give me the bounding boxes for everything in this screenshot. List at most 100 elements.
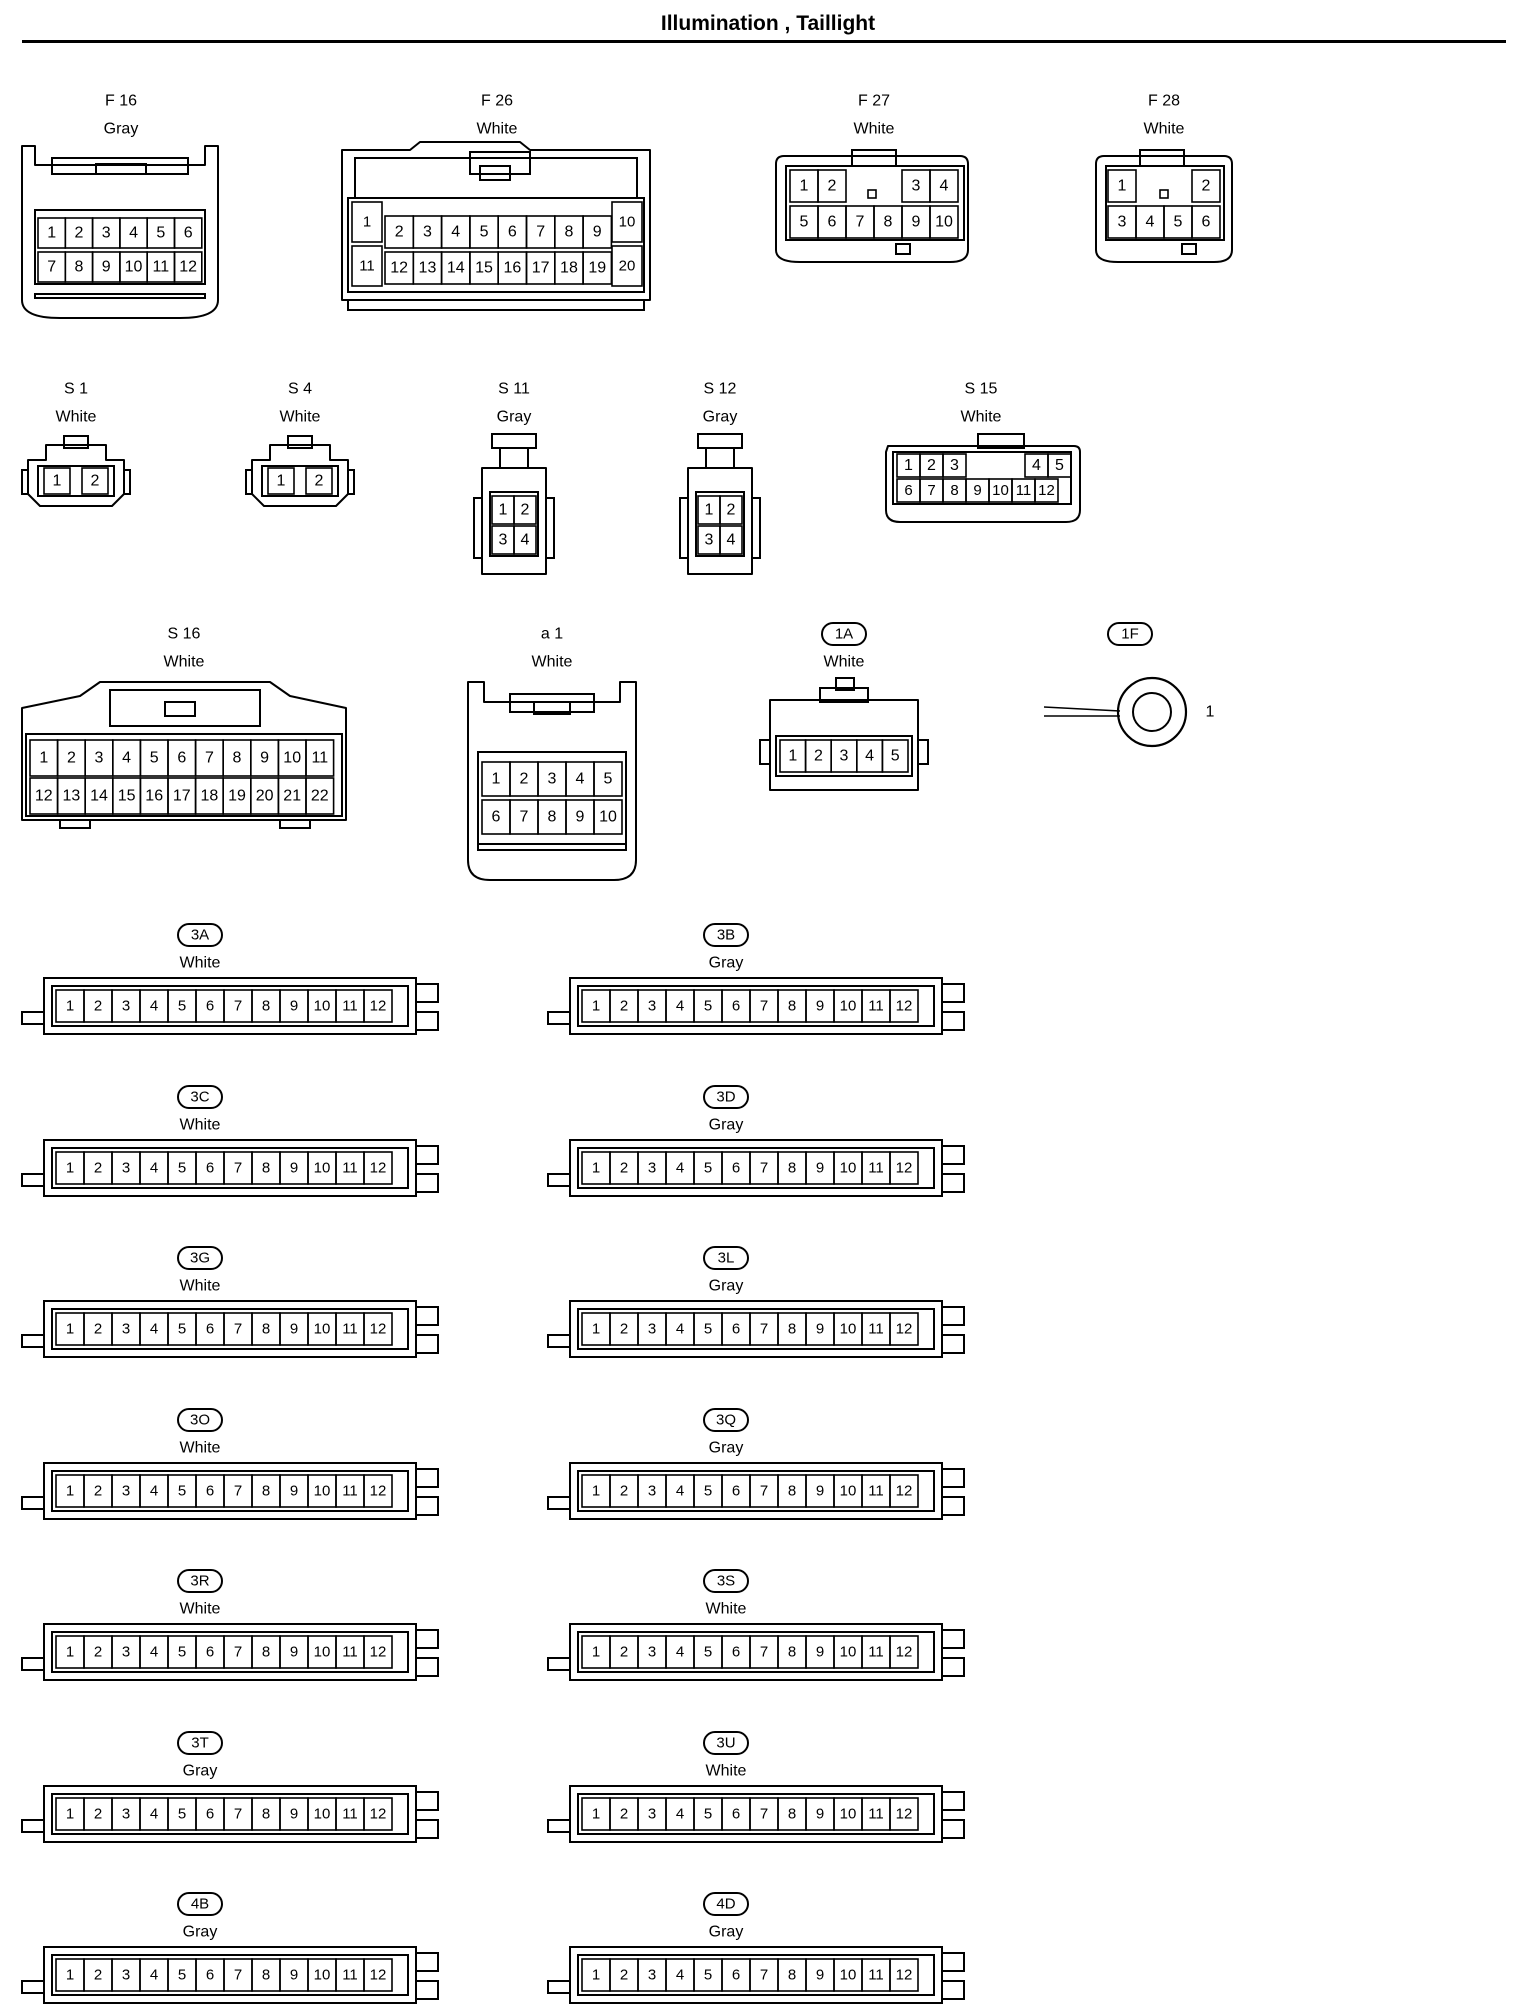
pin-12: 12 (896, 998, 913, 1015)
pin-6: 6 (206, 998, 214, 1015)
pin-5: 5 (156, 225, 165, 242)
pin-3: 3 (648, 1160, 656, 1177)
pin-10: 10 (314, 1967, 331, 1984)
connector-color: White (532, 654, 573, 671)
pin-4: 4 (676, 1806, 684, 1823)
pin-4: 4 (122, 750, 131, 767)
pin-2: 2 (94, 1967, 102, 1984)
pin-5: 5 (178, 1806, 186, 1823)
title-rule (22, 40, 1506, 43)
pin-5: 5 (178, 1160, 186, 1177)
pin-5: 5 (178, 1321, 186, 1338)
pin-18: 18 (560, 260, 578, 277)
pin-3: 3 (122, 998, 130, 1015)
pin-3: 3 (648, 1321, 656, 1338)
pin-5: 5 (800, 214, 809, 231)
pin-8: 8 (788, 1967, 796, 1984)
pin-9: 9 (290, 1644, 298, 1661)
pin-11: 11 (868, 1483, 884, 1500)
pin-2: 2 (94, 1321, 102, 1338)
pin-6: 6 (732, 1321, 740, 1338)
pin-3: 3 (423, 224, 432, 241)
pin-1: 1 (592, 1160, 600, 1177)
label: 20 (619, 258, 636, 275)
connector-color: White (56, 409, 97, 426)
connector-name: 3S (717, 1573, 735, 1590)
pin-7: 7 (760, 1321, 768, 1338)
connector-color: White (824, 654, 865, 671)
pin-7: 7 (234, 998, 242, 1015)
pin-4: 4 (676, 1321, 684, 1338)
pin-8: 8 (262, 1321, 270, 1338)
pin-12: 12 (370, 1483, 387, 1500)
pin-4: 4 (150, 1321, 158, 1338)
pin-7: 7 (234, 1644, 242, 1661)
pin-1: 1 (66, 1967, 74, 1984)
pin-10: 10 (125, 259, 143, 276)
pin-1: 1 (904, 457, 913, 474)
pin-8: 8 (262, 1160, 270, 1177)
pin-11: 11 (342, 1806, 358, 1823)
pin-6: 6 (732, 1483, 740, 1500)
pin-5: 5 (1055, 457, 1064, 474)
pin-3: 3 (122, 1483, 130, 1500)
pin-6: 6 (206, 1806, 214, 1823)
pin-10: 10 (314, 998, 331, 1015)
pin-9: 9 (593, 224, 602, 241)
pin-2: 2 (74, 225, 83, 242)
pin-2: 2 (1202, 178, 1211, 195)
badge-outline (703, 1408, 749, 1432)
pin-2: 2 (94, 1160, 102, 1177)
pin-2: 2 (927, 457, 936, 474)
pin-19: 19 (588, 260, 606, 277)
pin-7: 7 (520, 809, 529, 826)
pin-11: 11 (868, 1644, 884, 1661)
pin-2: 2 (620, 1644, 628, 1661)
pin-8: 8 (233, 750, 242, 767)
pin-7: 7 (856, 214, 865, 231)
pin-6: 6 (177, 750, 186, 767)
connector-name: 3B (717, 927, 735, 944)
connector-color: White (706, 1601, 747, 1618)
pin-2: 2 (94, 1644, 102, 1661)
pin-8: 8 (788, 1806, 796, 1823)
pin-1: 1 (788, 748, 797, 765)
connector-name: a 1 (541, 626, 563, 643)
pin-21: 21 (283, 788, 301, 805)
connector-color: Gray (703, 409, 738, 426)
connector-color: Gray (709, 1117, 744, 1134)
pin-2: 2 (94, 1483, 102, 1500)
pin-4: 4 (129, 225, 138, 242)
connector-color: Gray (104, 121, 139, 138)
pin-1: 1 (39, 750, 48, 767)
pin-7: 7 (760, 1160, 768, 1177)
pin-12: 12 (370, 1806, 387, 1823)
pin-11: 11 (342, 1160, 358, 1177)
pin-8: 8 (548, 809, 557, 826)
pin-10: 10 (840, 1967, 857, 1984)
pin-7: 7 (760, 1967, 768, 1984)
pin-2: 2 (620, 1160, 628, 1177)
pin-5: 5 (480, 224, 489, 241)
connector-name: S 4 (288, 381, 312, 398)
pin-2: 2 (520, 771, 529, 788)
connector-color: White (180, 1278, 221, 1295)
connector-name: F 28 (1148, 93, 1180, 110)
